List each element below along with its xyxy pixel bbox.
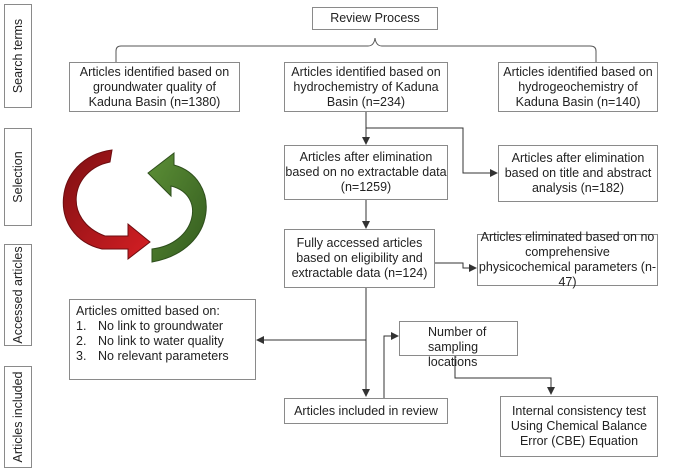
connector-sampling-to-cbe xyxy=(454,356,555,395)
list-item: 3. No relevant parameters xyxy=(76,349,249,364)
elimination-extractable-box: Articles after elimination based on no e… xyxy=(284,145,448,200)
elimination-title-abstract-text: Articles after elimination based on titl… xyxy=(504,151,652,195)
red-cycle-arrow xyxy=(62,149,151,261)
fully-accessed-text: Fully accessed articles based on eligibi… xyxy=(291,236,428,280)
list-text: No link to water quality xyxy=(98,334,224,348)
identified-hydrogeochemistry-text: Articles identified based on hydrogeoche… xyxy=(503,64,653,109)
included-in-review-text: Articles included in review xyxy=(294,403,438,418)
list-number: 1. xyxy=(76,319,87,333)
list-number: 3. xyxy=(76,349,87,363)
included-in-review-box: Articles included in review xyxy=(284,398,448,424)
elimination-physicochemical-text: Articles eliminated based on no comprehe… xyxy=(478,230,657,289)
list-text: No link to groundwater xyxy=(98,319,224,333)
sampling-locations-text: Number of sampling locations xyxy=(428,325,487,369)
internal-consistency-text: Internal consistency test Using Chemical… xyxy=(510,404,648,448)
elimination-title-abstract-box: Articles after elimination based on titl… xyxy=(498,145,658,202)
identified-hydrochemistry-text: Articles identified based on hydrochemis… xyxy=(291,64,441,109)
omitted-title: Articles omitted based on: xyxy=(76,304,220,318)
omitted-reasons-list: 1. No link to groundwater 2. No link to wa… xyxy=(76,319,249,364)
stage-search-terms: Search terms xyxy=(4,4,32,108)
omitted-articles-box: Articles omitted based on: 1. No link to … xyxy=(69,299,256,380)
sampling-locations-box: Number of sampling locations xyxy=(399,321,518,369)
list-number: 2. xyxy=(76,334,87,348)
stage-accessed-articles: Accessed articles xyxy=(4,244,32,346)
identified-hydrochemistry-box: Articles identified based on hydrochemis… xyxy=(284,62,448,112)
connector-to-sampling xyxy=(383,332,399,398)
identified-groundwater-quality-text: Articles identified based on groundwater… xyxy=(79,64,230,109)
elimination-physicochemical-box: Articles eliminated based on no comprehe… xyxy=(477,230,658,289)
connector-to-physico-elim xyxy=(435,262,477,272)
internal-consistency-box: Internal consistency test Using Chemical… xyxy=(500,396,658,457)
review-bracket xyxy=(115,37,597,62)
identified-hydrogeochemistry-box: Articles identified based on hydrogeoche… xyxy=(498,62,658,112)
list-text: No relevant parameters xyxy=(98,349,229,363)
review-process-label: Review Process xyxy=(330,11,420,25)
list-item: 2. No link to water quality xyxy=(76,334,249,349)
elimination-extractable-text: Articles after elimination based on no e… xyxy=(285,150,447,194)
fully-accessed-box: Fully accessed articles based on eligibi… xyxy=(284,229,435,288)
stage-articles-included: Articles included xyxy=(4,366,32,468)
stage-selection: Selection xyxy=(4,128,32,226)
identified-groundwater-quality-box: Articles identified based on groundwater… xyxy=(69,62,240,112)
green-cycle-arrow xyxy=(147,151,207,263)
connector-to-title-elim xyxy=(366,127,498,177)
list-item: 1. No link to groundwater xyxy=(76,319,249,334)
review-process-box: Review Process xyxy=(312,7,438,30)
